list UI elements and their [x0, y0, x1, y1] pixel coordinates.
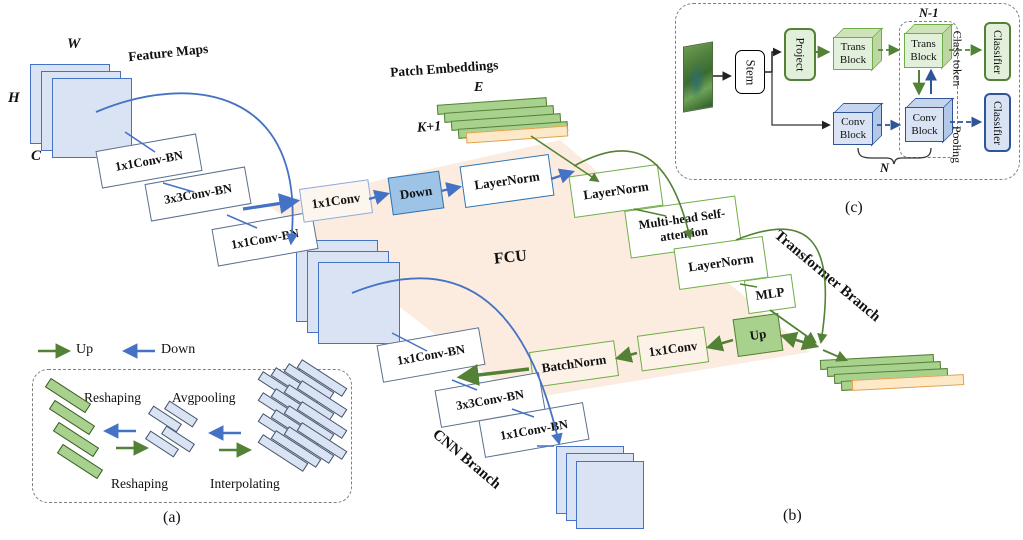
feature-map-layer	[576, 461, 644, 529]
embedding-e-label: E	[474, 80, 484, 95]
fcu-down-layernorm-box: LayerNorm	[459, 153, 555, 209]
n-label: N	[880, 161, 890, 175]
conv-block-label: Conv Block	[905, 107, 944, 142]
classifier-label: Classifier	[991, 100, 1004, 145]
fcu-up-conv1x1-box: 1x1Conv	[636, 326, 710, 372]
legend-op-reshaping-bottom: Reshaping	[111, 476, 168, 491]
fcu-label: FCU	[493, 247, 528, 268]
trans-block-2: Trans Block	[903, 23, 953, 69]
class-token-label: Class token	[948, 18, 966, 98]
dim-h-label: H	[8, 90, 20, 106]
conv-block-1: Conv Block	[832, 102, 883, 146]
pooling-text: Pooling	[950, 125, 965, 163]
n-minus-1-label: N-1	[919, 6, 939, 20]
subfig-b-label: (b)	[783, 507, 802, 524]
project-box: Project	[784, 28, 816, 81]
classifier-transformer-box: Classifier	[984, 22, 1011, 81]
feature-map-layer	[318, 262, 400, 344]
fcu-down-conv1x1-box: 1x1Conv	[298, 179, 374, 223]
inset-c-box	[675, 3, 1020, 180]
stem-label: Stem	[743, 59, 758, 85]
legend-box	[32, 369, 352, 503]
trans-block-label: Trans Block	[904, 33, 943, 68]
classifier-cnn-box: Classifier	[984, 93, 1011, 152]
legend-up-label: Up	[76, 342, 94, 357]
patch-embeddings-label: Patch Embeddings	[389, 57, 499, 80]
legend-op-avgpooling: Avgpooling	[172, 390, 236, 405]
mlp-box: MLP	[743, 273, 797, 315]
subfig-c-label: (c)	[845, 199, 863, 216]
class-token-text: Class token	[950, 30, 965, 86]
legend-op-reshaping-top: Reshaping	[84, 390, 141, 405]
token-count-label: K+1	[416, 119, 442, 136]
classifier-label: Classifier	[991, 29, 1004, 74]
stem-box: Stem	[735, 50, 765, 94]
input-image	[683, 41, 713, 113]
legend-op-interpolating: Interpolating	[210, 476, 280, 491]
feature-maps-label: Feature Maps	[127, 40, 209, 65]
dim-c-label: C	[31, 148, 42, 164]
project-label: Project	[793, 37, 808, 72]
dim-w-label: W	[67, 36, 81, 52]
pooling-label: Pooling	[948, 116, 966, 172]
legend-down-label: Down	[161, 342, 196, 357]
trans-block-label: Trans Block	[833, 37, 873, 70]
trans-block-1: Trans Block	[832, 27, 883, 71]
fcu-down-box: Down	[387, 170, 445, 216]
conv-block-2: Conv Block	[904, 97, 954, 143]
fcu-up-box: Up	[732, 312, 784, 358]
subfig-a-label: (a)	[163, 509, 181, 526]
batchnorm-box: BatchNorm	[528, 340, 620, 388]
conv-block-label: Conv Block	[833, 112, 873, 145]
